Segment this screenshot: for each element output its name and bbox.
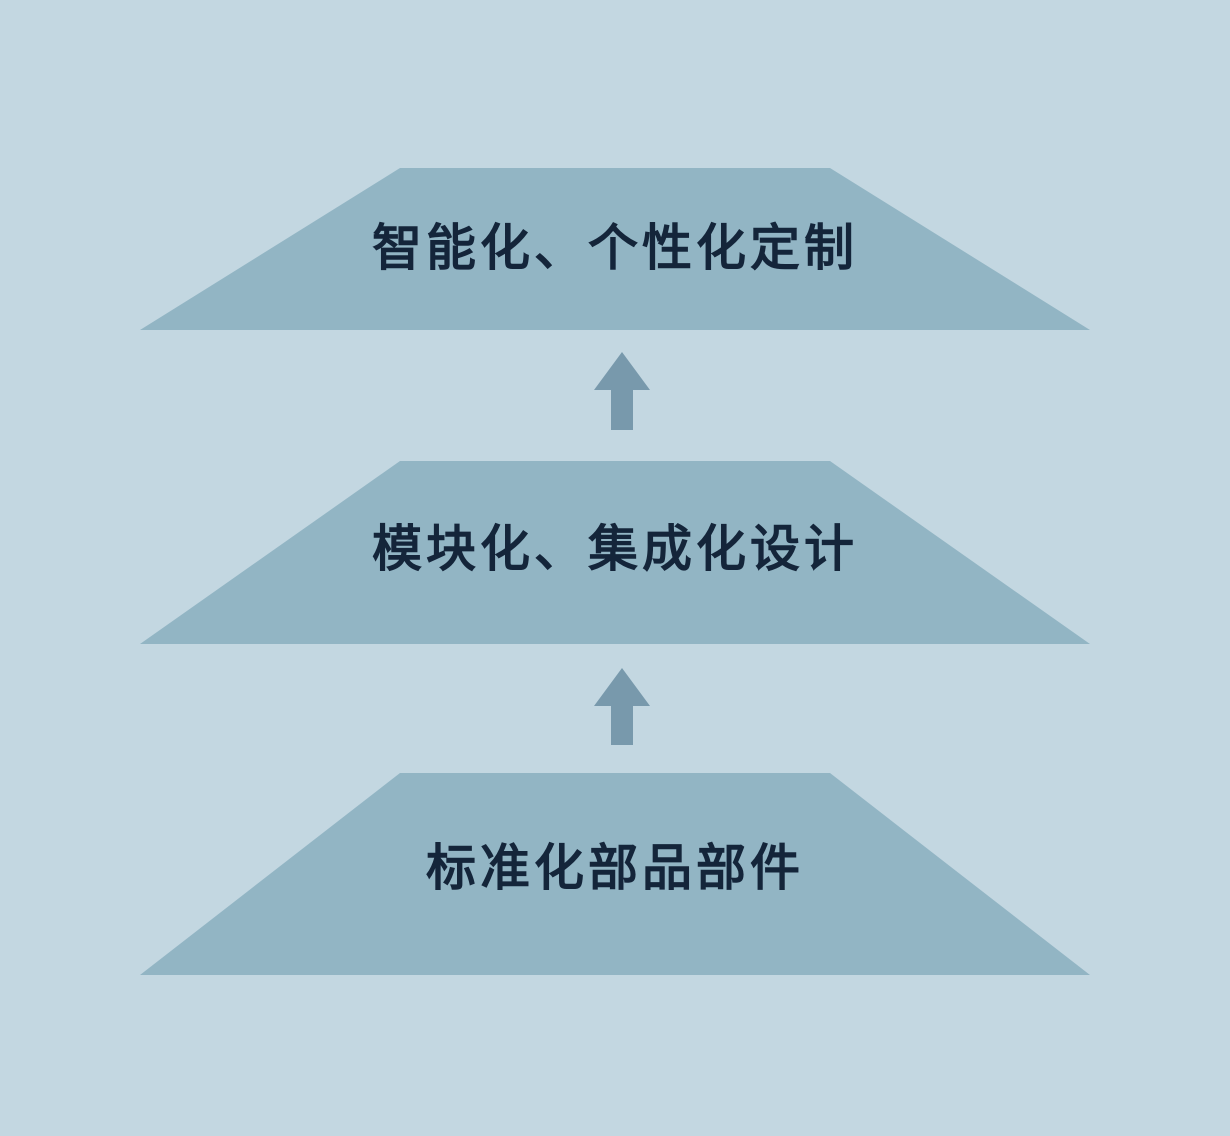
tier-top-label: 智能化、个性化定制 bbox=[372, 219, 858, 277]
tier-middle-trapezoid bbox=[140, 461, 1090, 644]
tier-bottom-label: 标准化部品部件 bbox=[426, 839, 804, 897]
arrow-up-icon bbox=[594, 668, 650, 745]
tier-bottom-trapezoid bbox=[140, 773, 1090, 975]
tier-top-trapezoid bbox=[140, 168, 1090, 330]
arrow-up-icon bbox=[594, 352, 650, 430]
tier-middle-label: 模块化、集成化设计 bbox=[372, 520, 858, 578]
